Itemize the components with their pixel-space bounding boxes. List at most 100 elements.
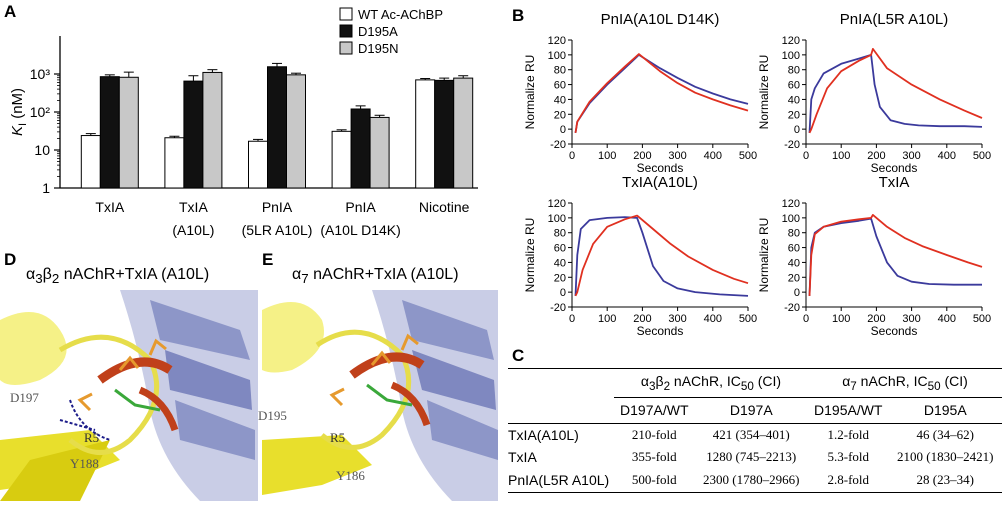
bar — [415, 79, 436, 189]
table-group-header-row: α3β2 nAChR, IC50 (CI) α7 nAChR, IC50 (CI… — [508, 368, 1002, 398]
row-name: TxIA — [508, 449, 537, 465]
sensorgram-trace — [808, 217, 982, 296]
table-group-header-alpha3beta2: α3β2 nAChR, IC50 (CI) — [614, 368, 808, 398]
y-tick-label: 80 — [788, 228, 800, 240]
y-axis-label: Normalize RU — [523, 55, 537, 130]
x-tick-label: 400 — [938, 313, 956, 325]
panel-letter-e: E — [262, 250, 274, 269]
sensorgram-trace — [574, 214, 749, 297]
y-tick-label: 0 — [794, 124, 800, 136]
table-cell: 500-fold — [631, 472, 677, 487]
y-tick-label: 40 — [554, 94, 566, 106]
x-tick-label: 500 — [739, 313, 757, 325]
y-tick-label: -20 — [550, 302, 566, 314]
sensorgram-trace — [808, 54, 983, 133]
x-tick-label: 200 — [633, 150, 651, 162]
legend-swatch — [339, 41, 353, 55]
table-column-header-row: D197A/WT D197A D195A/WT D195A — [508, 397, 1002, 424]
row-name: PnIA(L5R A10L) — [508, 472, 610, 488]
bar — [183, 80, 204, 189]
table-cell: 355-fold — [631, 449, 677, 464]
column-header: D195A — [923, 402, 967, 419]
bar — [248, 140, 268, 189]
bar — [99, 76, 120, 189]
table-row: PnIA(L5R A10L) 500-fold 2300 (1780–2966)… — [508, 468, 1002, 493]
legend-label: D195N — [358, 41, 398, 56]
column-header: D195A/WT — [814, 402, 883, 419]
y-tick-label: 0 — [794, 287, 800, 299]
bar — [202, 71, 223, 189]
x-category-label-line2: (A10L) — [172, 222, 214, 238]
y-tick-label: 80 — [788, 65, 800, 77]
table-cell: 28 (23–34) — [916, 472, 974, 487]
bar — [369, 116, 390, 189]
x-tick-label: 0 — [803, 313, 809, 325]
structure-render-d — [0, 290, 258, 501]
column-header: D197A — [729, 402, 773, 419]
panel-letter-a: A — [4, 2, 17, 21]
y-tick-label: 120 — [782, 198, 800, 210]
y-tick-label: 120 — [548, 35, 566, 47]
plot-title: PnIA(A10L D14K) — [601, 11, 720, 28]
x-tick-label: 300 — [902, 313, 920, 325]
x-tick-label: 500 — [973, 150, 991, 162]
legend-swatch — [339, 7, 353, 21]
structure-title-e: α7 nAChR+TxIA (A10L) — [292, 266, 459, 287]
bar — [80, 135, 101, 189]
table-cell: 5.3-fold — [827, 449, 870, 464]
table-cell: 2100 (1830–2421) — [897, 449, 994, 464]
x-tick-label: 200 — [867, 150, 885, 162]
y-tick-label: 40 — [788, 94, 800, 106]
x-tick-label: 0 — [569, 313, 575, 325]
x-tick-label: 400 — [704, 150, 722, 162]
x-category-label: PnIA — [345, 199, 376, 215]
y-axis-label: Normalize RU — [523, 218, 537, 293]
x-tick-label: 0 — [803, 150, 809, 162]
x-tick-label: 500 — [739, 150, 757, 162]
sensorgram-trace — [574, 53, 749, 134]
y-tick-label: 0 — [560, 124, 566, 136]
y-tick-label: 10³ — [30, 66, 51, 82]
bar — [267, 66, 287, 189]
table-cell: 46 (34–62) — [916, 427, 974, 442]
y-tick-label: 10² — [30, 104, 51, 120]
y-tick-label: 20 — [788, 272, 800, 284]
legend-label: D195A — [358, 24, 398, 39]
bar — [331, 130, 352, 189]
x-category-label: TxIA — [179, 199, 208, 215]
sensorgram-trace — [808, 48, 983, 134]
table-cell: 210-fold — [631, 427, 677, 442]
sensorgram-trace — [574, 54, 749, 134]
y-tick-label: 20 — [788, 109, 800, 121]
panel-letter-b: B — [512, 6, 525, 25]
y-tick-label: 60 — [554, 243, 566, 255]
bar — [453, 77, 474, 189]
panel-letter-c: C — [512, 346, 525, 365]
structure-render-e — [262, 290, 498, 501]
row-name: TxIA(A10L) — [508, 427, 579, 443]
table-cell: 2300 (1780–2966) — [703, 472, 800, 487]
x-tick-label: 400 — [938, 150, 956, 162]
bar — [350, 108, 371, 189]
legend-swatch — [339, 24, 353, 38]
y-tick-label: 100 — [782, 213, 800, 225]
x-axis-label: Seconds — [637, 324, 684, 338]
residue-label-d197: D197 — [10, 390, 39, 405]
x-tick-label: 400 — [704, 313, 722, 325]
x-tick-label: 100 — [598, 150, 616, 162]
y-tick-label: 100 — [782, 50, 800, 62]
y-tick-label: 60 — [788, 243, 800, 255]
bar — [118, 76, 139, 189]
y-axis-label: Normalize RU — [757, 218, 771, 293]
x-axis-label: Seconds — [871, 161, 918, 175]
table-cell: 421 (354–401) — [712, 427, 790, 442]
y-tick-label: 40 — [788, 257, 800, 269]
y-tick-label: 20 — [554, 109, 566, 121]
bar — [286, 74, 306, 189]
table-group-header-alpha7: α7 nAChR, IC50 (CI) — [807, 368, 1002, 398]
y-axis-label: Normalize RU — [757, 55, 771, 130]
x-tick-label: 100 — [832, 150, 850, 162]
y-tick-label: 120 — [782, 35, 800, 47]
residue-label-y186: Y186 — [336, 468, 365, 483]
